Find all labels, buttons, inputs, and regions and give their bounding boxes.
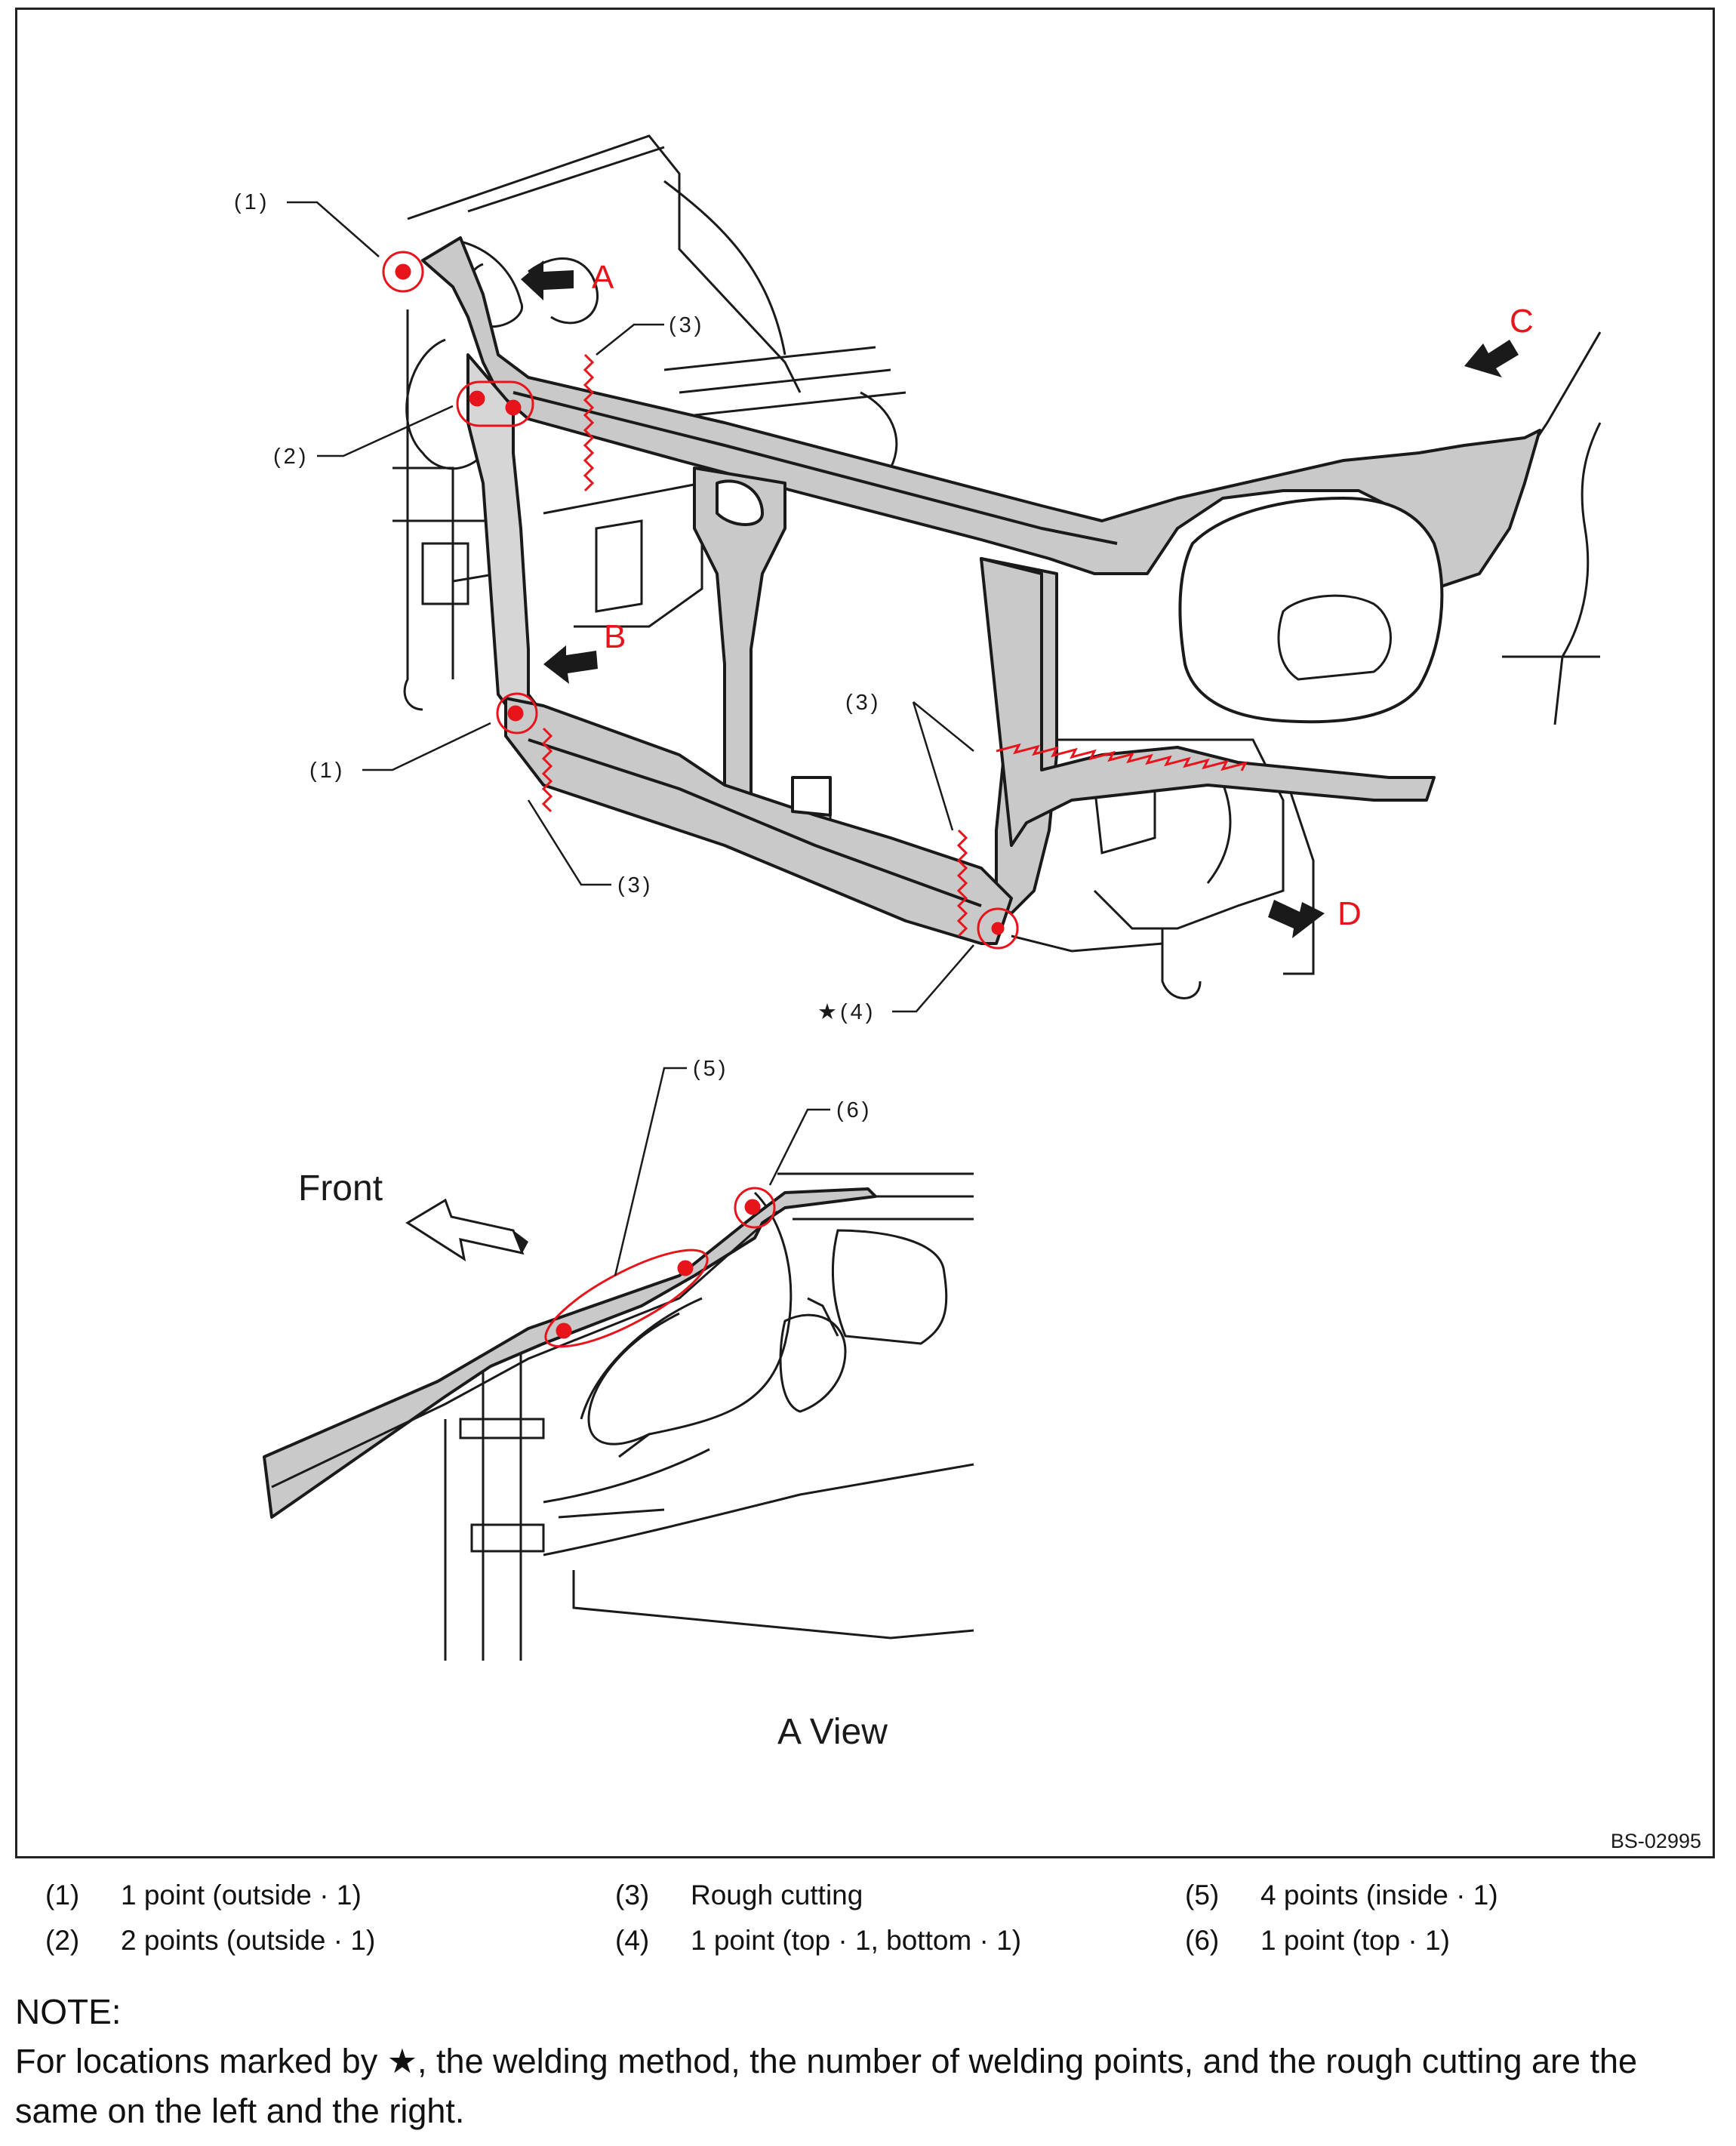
view-label-c: C xyxy=(1510,303,1534,340)
callout-4-star: ★(4) xyxy=(817,1000,876,1024)
weld-circle-6 xyxy=(734,1187,776,1229)
front-arrow-shadow xyxy=(513,1230,528,1253)
legend-text: Rough cutting xyxy=(691,1880,863,1910)
weld-points xyxy=(382,251,1019,950)
callout-3-bottom-left: (3) xyxy=(617,873,653,898)
legend-num: (2) xyxy=(45,1925,80,1956)
figure-frame xyxy=(15,8,1715,1858)
legend-item-2: (2) 2 points (outside · 1) xyxy=(45,1925,375,1957)
center-stay-hole xyxy=(716,479,764,526)
callout-6: (6) xyxy=(836,1098,872,1122)
radiator-panel xyxy=(421,236,1541,945)
legend-num: (4) xyxy=(615,1925,650,1956)
legend-item-5: (5) 4 points (inside · 1) xyxy=(1185,1880,1498,1911)
legend-item-3: (3) Rough cutting xyxy=(615,1880,863,1911)
weld-dot-2a xyxy=(469,390,485,407)
a-view-body-lines xyxy=(444,1172,974,1661)
right-upright-outer xyxy=(980,557,1436,847)
view-arrows xyxy=(521,260,1519,938)
callout-3-right: (3) xyxy=(845,691,881,715)
legend-text: 1 point (top · 1) xyxy=(1260,1925,1450,1956)
right-headlamp-inner xyxy=(1277,594,1392,681)
weld-dot-5b xyxy=(677,1260,694,1276)
callout-5: (5) xyxy=(693,1057,728,1081)
weld-circle-5 xyxy=(544,1248,709,1348)
view-label-b: B xyxy=(604,618,626,655)
legend-text: 1 point (top · 1, bottom · 1) xyxy=(691,1925,1022,1956)
view-label-a: A xyxy=(592,259,614,296)
callout-labels: (1) (3) (2) (1) (3) (3) ★(4) xyxy=(234,190,881,1024)
legend-num: (3) xyxy=(615,1880,650,1910)
legend-item-1: (1) 1 point (outside · 1) xyxy=(45,1880,362,1911)
view-label-d: D xyxy=(1337,895,1362,932)
view-arrow-c xyxy=(1464,340,1519,377)
callout-1-top: (1) xyxy=(234,190,269,214)
view-arrow-labels: A B C D xyxy=(592,259,1534,932)
weld-circle-2 xyxy=(456,380,534,427)
legend-num: (5) xyxy=(1185,1880,1220,1910)
weld-circle-1-bottom xyxy=(496,692,538,734)
legend-text: 2 points (outside · 1) xyxy=(121,1925,376,1956)
view-arrow-a xyxy=(521,260,574,300)
a-view-inset: (5) (6) Front A View xyxy=(263,1057,974,1752)
upper-rail-inner-line xyxy=(512,391,1118,545)
weld-circle-1-top xyxy=(382,251,424,293)
note-title: NOTE: xyxy=(15,1992,122,2031)
front-label: Front xyxy=(298,1168,383,1208)
callout-1-bottom: (1) xyxy=(309,759,345,783)
image-code: BS-02995 xyxy=(1611,1830,1701,1852)
view-arrow-b xyxy=(543,645,598,684)
weld-circle-4 xyxy=(977,907,1019,950)
front-arrow-icon xyxy=(405,1198,525,1262)
right-headlamp-opening xyxy=(1178,497,1444,724)
weld-dot-5a xyxy=(556,1322,572,1339)
legend-text: 4 points (inside · 1) xyxy=(1260,1880,1498,1910)
weld-dot-6 xyxy=(744,1199,761,1215)
a-view-welds xyxy=(544,1187,776,1348)
a-view-caption: A View xyxy=(777,1712,888,1752)
a-view-rail-inner xyxy=(271,1210,778,1489)
legend-num: (1) xyxy=(45,1880,80,1910)
callout-3-top: (3) xyxy=(669,313,704,337)
weld-dot-2b xyxy=(505,399,522,416)
weld-dot-1-bottom xyxy=(507,705,524,722)
a-view-rail xyxy=(263,1187,877,1519)
callout-leaders xyxy=(287,201,974,1013)
weld-dot-1-top xyxy=(395,263,411,280)
lower-tab xyxy=(791,776,832,817)
note-text: For locations marked by ★, the welding m… xyxy=(15,2042,1638,2130)
legend-num: (6) xyxy=(1185,1925,1220,1956)
callout-2: (2) xyxy=(273,445,309,469)
view-arrow-d xyxy=(1268,900,1325,938)
radiator-panel-diagram: A B C D (1) (3) (2) (1) (3) (3) ★(4) xyxy=(234,134,1701,1852)
lower-rail-inner-line xyxy=(528,738,982,907)
a-view-leaders xyxy=(614,1067,830,1276)
legend-item-4: (4) 1 point (top · 1, bottom · 1) xyxy=(615,1925,1021,1957)
legend-text: 1 point (outside · 1) xyxy=(121,1880,362,1910)
weld-dot-4 xyxy=(991,922,1005,935)
rough-cutting-lines xyxy=(541,353,1248,938)
legend-item-6: (6) 1 point (top · 1) xyxy=(1185,1925,1450,1957)
legend: (1) 1 point (outside · 1) (2) 2 points (… xyxy=(0,1880,1736,1963)
